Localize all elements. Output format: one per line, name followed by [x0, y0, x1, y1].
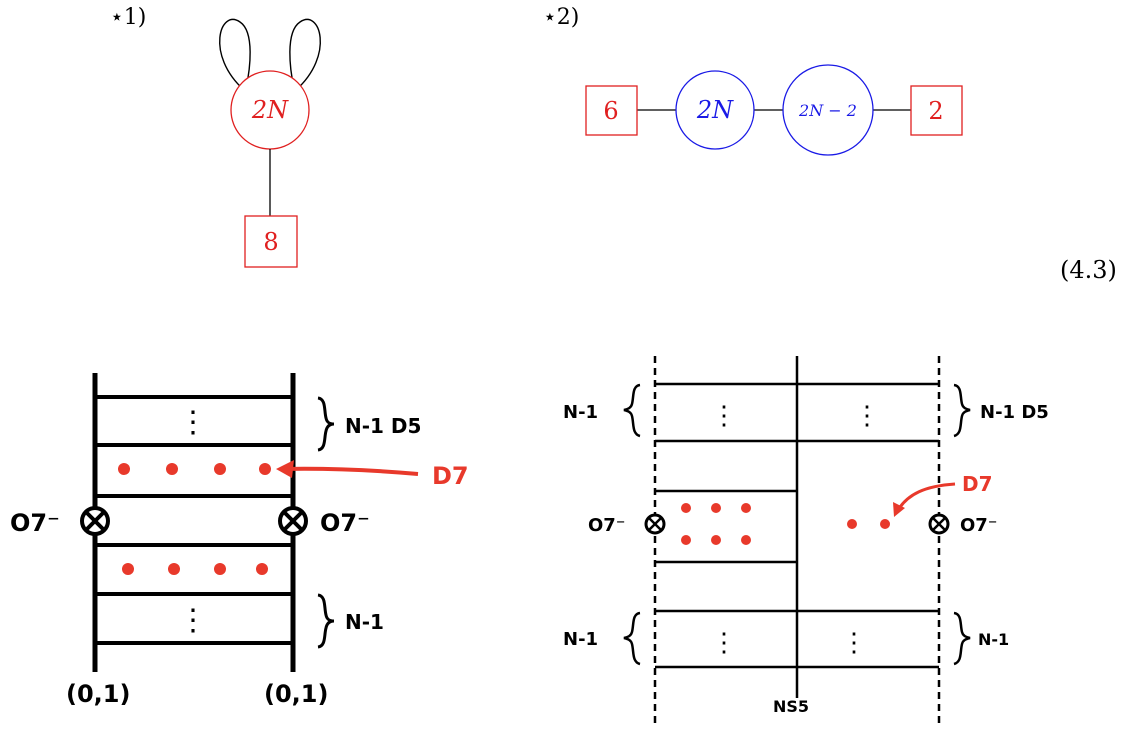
d7-dot [847, 519, 857, 529]
d7-arrowhead [893, 502, 905, 517]
o7-plane-left [644, 513, 666, 535]
o7-label-left: O7⁻ [588, 515, 625, 536]
ellipsis: ⋮ [711, 401, 737, 431]
brane-web-1: ⋮ ⋮ O7⁻ O7⁻ N-1 D5 N-1 D7 (0,1) (0,1) [10, 373, 469, 708]
brace-top-left [623, 383, 641, 438]
top-left-brace-label: N-1 [563, 402, 598, 423]
flavor-node-8 [244, 215, 298, 268]
flavor-node-6-label: 6 [603, 97, 618, 125]
ellipsis-top: ⋮ [178, 405, 208, 440]
d7-dot [168, 563, 180, 575]
o7-label-right: O7⁻ [320, 509, 370, 537]
d7-dot [741, 535, 751, 545]
gauge-node-2n-label: 2N [696, 96, 734, 124]
top-right-brace-label: N-1 D5 [980, 402, 1049, 423]
flavor-node-2 [910, 85, 963, 136]
gauge-node-2n [675, 70, 755, 150]
d7-arrow [896, 482, 956, 511]
o7-plane-right [278, 506, 308, 536]
bottom-right-label: (0,1) [264, 680, 328, 708]
brace-top-right [953, 383, 971, 438]
gauge-node-2n-minus-2 [782, 64, 874, 156]
d7-dot [711, 535, 721, 545]
d7-dot [256, 563, 268, 575]
bottom-left-brace-label: N-1 [563, 629, 598, 650]
d7-label: D7 [432, 462, 469, 490]
o7-label-right: O7⁻ [960, 515, 997, 536]
d7-arrow [280, 466, 419, 476]
adjoint-loop-right [289, 19, 321, 91]
bottom-left-label: (0,1) [66, 680, 130, 708]
gauge-node-2n-minus-2-label: 2N − 2 [798, 101, 857, 120]
brace-bottom-left [623, 611, 641, 666]
bottom-right-brace-label: N-1 [978, 630, 1009, 649]
brace-bottom-right [953, 611, 971, 666]
d7-arrowhead [276, 460, 294, 478]
o7-plane-right [928, 513, 950, 535]
o7-label-left: O7⁻ [10, 509, 60, 537]
quiver-1-label: ⋆1) [110, 5, 146, 30]
equation-number: (4.3) [1060, 256, 1117, 284]
bottom-brace-label: N-1 [345, 610, 384, 634]
quiver-2: ⋆2) 6 2N 2N − 2 2 [543, 5, 963, 156]
adjoint-loop-left [219, 19, 251, 91]
d7-dot [681, 535, 691, 545]
d7-dot [259, 463, 271, 475]
d7-dot [880, 519, 890, 529]
quiver-1: ⋆1) 2N 8 [110, 5, 321, 268]
d7-dot [741, 503, 751, 513]
ellipsis: ⋮ [854, 401, 880, 431]
d7-dot [118, 463, 130, 475]
d7-dot [214, 463, 226, 475]
quiver-2-label: ⋆2) [543, 5, 579, 30]
ellipsis-bottom: ⋮ [178, 603, 208, 638]
d7-dot [166, 463, 178, 475]
brace-bottom [317, 593, 335, 649]
ns5-label: NS5 [773, 697, 809, 716]
flavor-node-8-label: 8 [263, 228, 278, 256]
d7-dot [711, 503, 721, 513]
gauge-node-2n-label: 2N [251, 96, 289, 124]
brace-top [317, 396, 335, 452]
flavor-node-6 [585, 85, 638, 136]
d7-dot [681, 503, 691, 513]
flavor-node-2-label: 2 [928, 97, 943, 125]
ellipsis: ⋮ [711, 628, 737, 658]
o7-plane-left [80, 506, 110, 536]
brane-web-2: ⋮ ⋮ ⋮ ⋮ O7⁻ O7⁻ N-1 N-1 D5 N-1 N-1 [563, 356, 1049, 728]
d7-dot [214, 563, 226, 575]
d7-dot [122, 563, 134, 575]
d7-label: D7 [962, 472, 993, 496]
ellipsis: ⋮ [841, 628, 867, 658]
top-brace-label: N-1 D5 [345, 414, 421, 438]
